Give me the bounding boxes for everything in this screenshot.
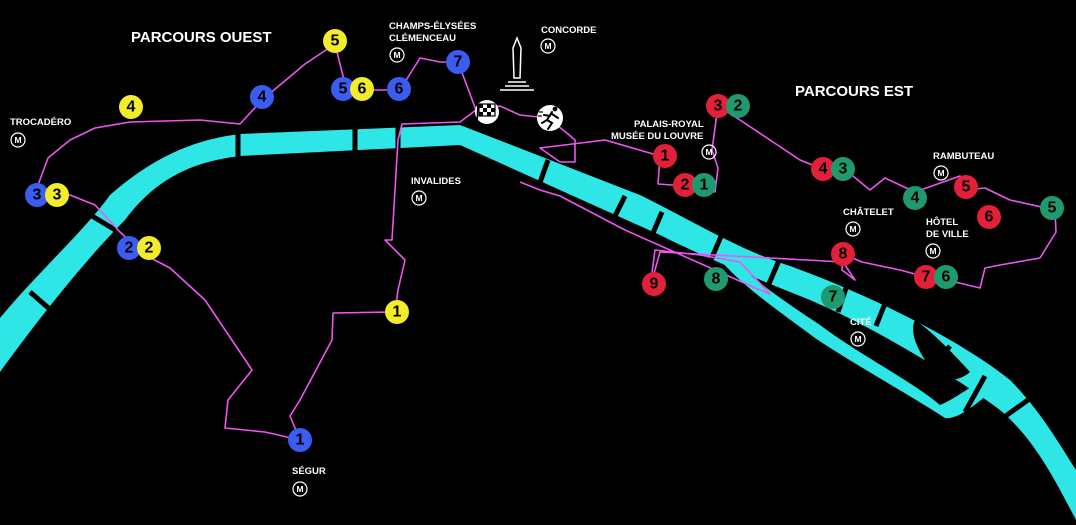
marker-yellow-2[interactable]: 2 — [137, 236, 161, 260]
marker-green-4[interactable]: 4 — [903, 186, 927, 210]
metro-icon: M — [10, 132, 26, 148]
marker-red-1[interactable]: 1 — [653, 144, 677, 168]
svg-text:9: 9 — [650, 276, 659, 293]
svg-text:3: 3 — [53, 187, 62, 204]
marker-green-3[interactable]: 3 — [831, 157, 855, 181]
runner-icon — [537, 105, 563, 131]
marker-red-7[interactable]: 7 — [914, 265, 938, 289]
station-champs-line2: CLÉMENCEAU — [389, 33, 456, 44]
marker-blue-5[interactable]: 5 — [331, 77, 355, 101]
marker-green-2[interactable]: 2 — [726, 94, 750, 118]
svg-text:8: 8 — [839, 246, 848, 263]
svg-text:5: 5 — [1048, 200, 1057, 217]
svg-text:6: 6 — [985, 209, 994, 226]
marker-yellow-1[interactable]: 1 — [385, 300, 409, 324]
checkered-flag-icon — [475, 100, 499, 125]
svg-text:7: 7 — [922, 269, 931, 286]
svg-text:M: M — [393, 50, 400, 60]
metro-icon: M — [540, 38, 556, 54]
svg-text:5: 5 — [331, 33, 340, 50]
title-parcours-est: PARCOURS EST — [795, 83, 913, 100]
marker-yellow-6[interactable]: 6 — [350, 77, 374, 101]
marker-green-1[interactable]: 1 — [692, 173, 716, 197]
metro-icon: M — [292, 481, 308, 497]
svg-text:5: 5 — [339, 81, 348, 98]
svg-text:3: 3 — [33, 187, 42, 204]
svg-text:4: 4 — [258, 89, 267, 106]
svg-text:M: M — [296, 484, 303, 494]
station-invalides: INVALIDES — [411, 176, 461, 187]
svg-text:3: 3 — [839, 161, 848, 178]
svg-text:5: 5 — [962, 179, 971, 196]
station-cite: CITÉ — [850, 317, 872, 328]
svg-text:7: 7 — [829, 289, 838, 306]
svg-text:M: M — [937, 168, 944, 178]
station-trocadero: TROCADÉRO — [10, 117, 71, 128]
marker-blue-4[interactable]: 4 — [250, 85, 274, 109]
marker-red-2[interactable]: 2 — [673, 173, 697, 197]
station-palais-line2: MUSÉE DU LOUVRE — [611, 131, 703, 142]
obelisk-icon — [500, 35, 534, 91]
metro-icon: M — [411, 190, 427, 206]
metro-icon: M — [845, 221, 861, 237]
marker-red-3[interactable]: 3 — [706, 94, 730, 118]
marker-green-6[interactable]: 6 — [934, 265, 958, 289]
marker-red-8[interactable]: 8 — [831, 242, 855, 266]
svg-text:M: M — [415, 193, 422, 203]
metro-icon: M — [389, 47, 405, 63]
marker-green-5[interactable]: 5 — [1040, 196, 1064, 220]
metro-icon: M — [933, 165, 949, 181]
svg-text:2: 2 — [145, 240, 154, 257]
marker-red-4[interactable]: 4 — [811, 157, 835, 181]
marker-red-9[interactable]: 9 — [642, 272, 666, 296]
station-chatelet: CHÂTELET — [843, 206, 894, 218]
marker-yellow-4[interactable]: 4 — [119, 95, 143, 119]
svg-text:8: 8 — [712, 271, 721, 288]
svg-text:3: 3 — [714, 98, 723, 115]
svg-text:2: 2 — [734, 98, 743, 115]
station-hotel-line1: HÔTEL — [926, 216, 958, 228]
station-segur: SÉGUR — [292, 466, 326, 477]
svg-text:6: 6 — [395, 81, 404, 98]
marker-green-8[interactable]: 8 — [704, 267, 728, 291]
station-concorde: CONCORDE — [541, 25, 596, 36]
station-rambuteau: RAMBUTEAU — [933, 151, 994, 162]
svg-text:4: 4 — [911, 190, 920, 207]
svg-text:1: 1 — [393, 304, 402, 321]
marker-red-6[interactable]: 6 — [977, 205, 1001, 229]
svg-text:1: 1 — [661, 148, 670, 165]
svg-text:6: 6 — [942, 269, 951, 286]
svg-text:4: 4 — [127, 99, 136, 116]
marker-blue-2[interactable]: 2 — [117, 236, 141, 260]
marker-blue-7[interactable]: 7 — [446, 50, 470, 74]
title-parcours-ouest: PARCOURS OUEST — [131, 29, 272, 46]
metro-icon: M — [925, 243, 941, 259]
marker-yellow-5[interactable]: 5 — [323, 29, 347, 53]
svg-text:M: M — [544, 41, 551, 51]
svg-text:M: M — [705, 147, 712, 157]
svg-text:7: 7 — [454, 54, 463, 71]
marker-blue-6[interactable]: 6 — [387, 77, 411, 101]
svg-text:1: 1 — [700, 177, 709, 194]
marker-red-5[interactable]: 5 — [954, 175, 978, 199]
station-champs-line1: CHAMPS-ÉLYSÉES — [389, 21, 476, 32]
marker-yellow-3[interactable]: 3 — [45, 183, 69, 207]
metro-icon: M — [850, 331, 866, 347]
svg-text:6: 6 — [358, 81, 367, 98]
svg-text:M: M — [849, 224, 856, 234]
svg-text:1: 1 — [296, 432, 305, 449]
station-hotel-line2: DE VILLE — [926, 229, 969, 240]
svg-text:2: 2 — [681, 177, 690, 194]
metro-icon: M — [701, 144, 717, 160]
station-palais-line1: PALAIS-ROYAL — [634, 119, 704, 130]
svg-text:M: M — [14, 135, 21, 145]
svg-text:M: M — [854, 334, 861, 344]
svg-text:M: M — [929, 246, 936, 256]
svg-text:4: 4 — [819, 161, 828, 178]
marker-green-7[interactable]: 7 — [821, 285, 845, 309]
marker-blue-1[interactable]: 1 — [288, 428, 312, 452]
marker-blue-3[interactable]: 3 — [25, 183, 49, 207]
svg-text:2: 2 — [125, 240, 134, 257]
